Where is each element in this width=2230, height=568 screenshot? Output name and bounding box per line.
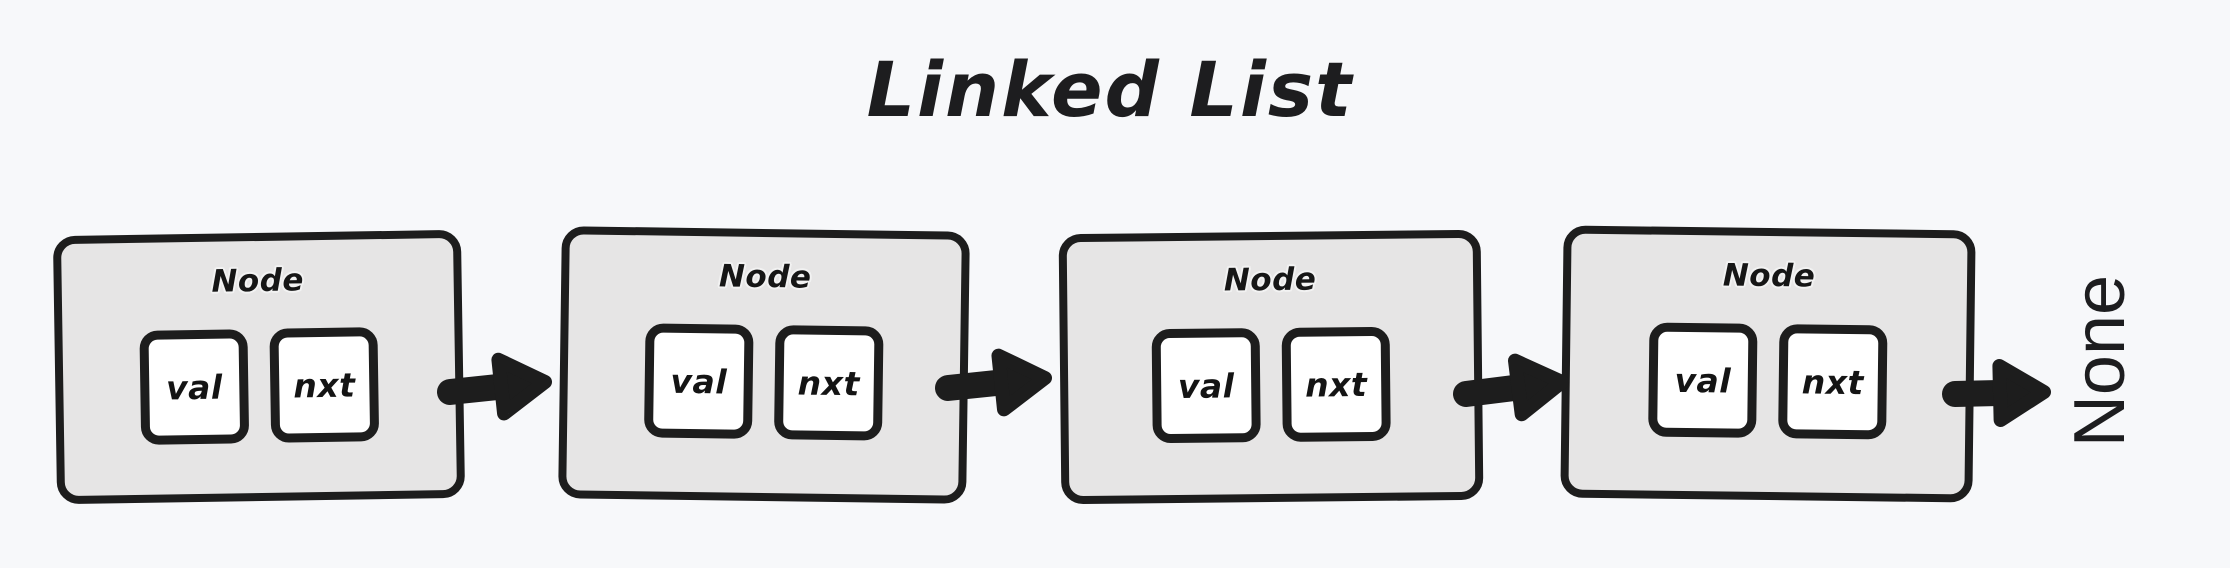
node-label: Node bbox=[718, 258, 812, 296]
next-pointer-arrow bbox=[437, 352, 552, 421]
node-field-nxt: nxt bbox=[269, 327, 380, 443]
arrow-head bbox=[1992, 358, 2051, 427]
node-field-nxt: nxt bbox=[773, 325, 884, 441]
node-label: Node bbox=[211, 262, 305, 300]
arrow-head bbox=[1507, 353, 1569, 422]
node-field-nxt: nxt bbox=[1281, 326, 1391, 442]
node-field-val: val bbox=[1648, 322, 1758, 438]
node-field-nxt: nxt bbox=[1778, 324, 1888, 440]
arrow-head bbox=[991, 348, 1052, 417]
node-field-val: val bbox=[643, 323, 754, 439]
page-title: Linked List bbox=[866, 45, 1354, 134]
terminal-none-label: None bbox=[2060, 274, 2140, 448]
node-field-val: val bbox=[1151, 328, 1261, 444]
node-field-val: val bbox=[139, 329, 250, 445]
node-label: Node bbox=[1722, 257, 1816, 295]
node-label: Node bbox=[1223, 261, 1317, 299]
arrow-head bbox=[491, 352, 552, 421]
